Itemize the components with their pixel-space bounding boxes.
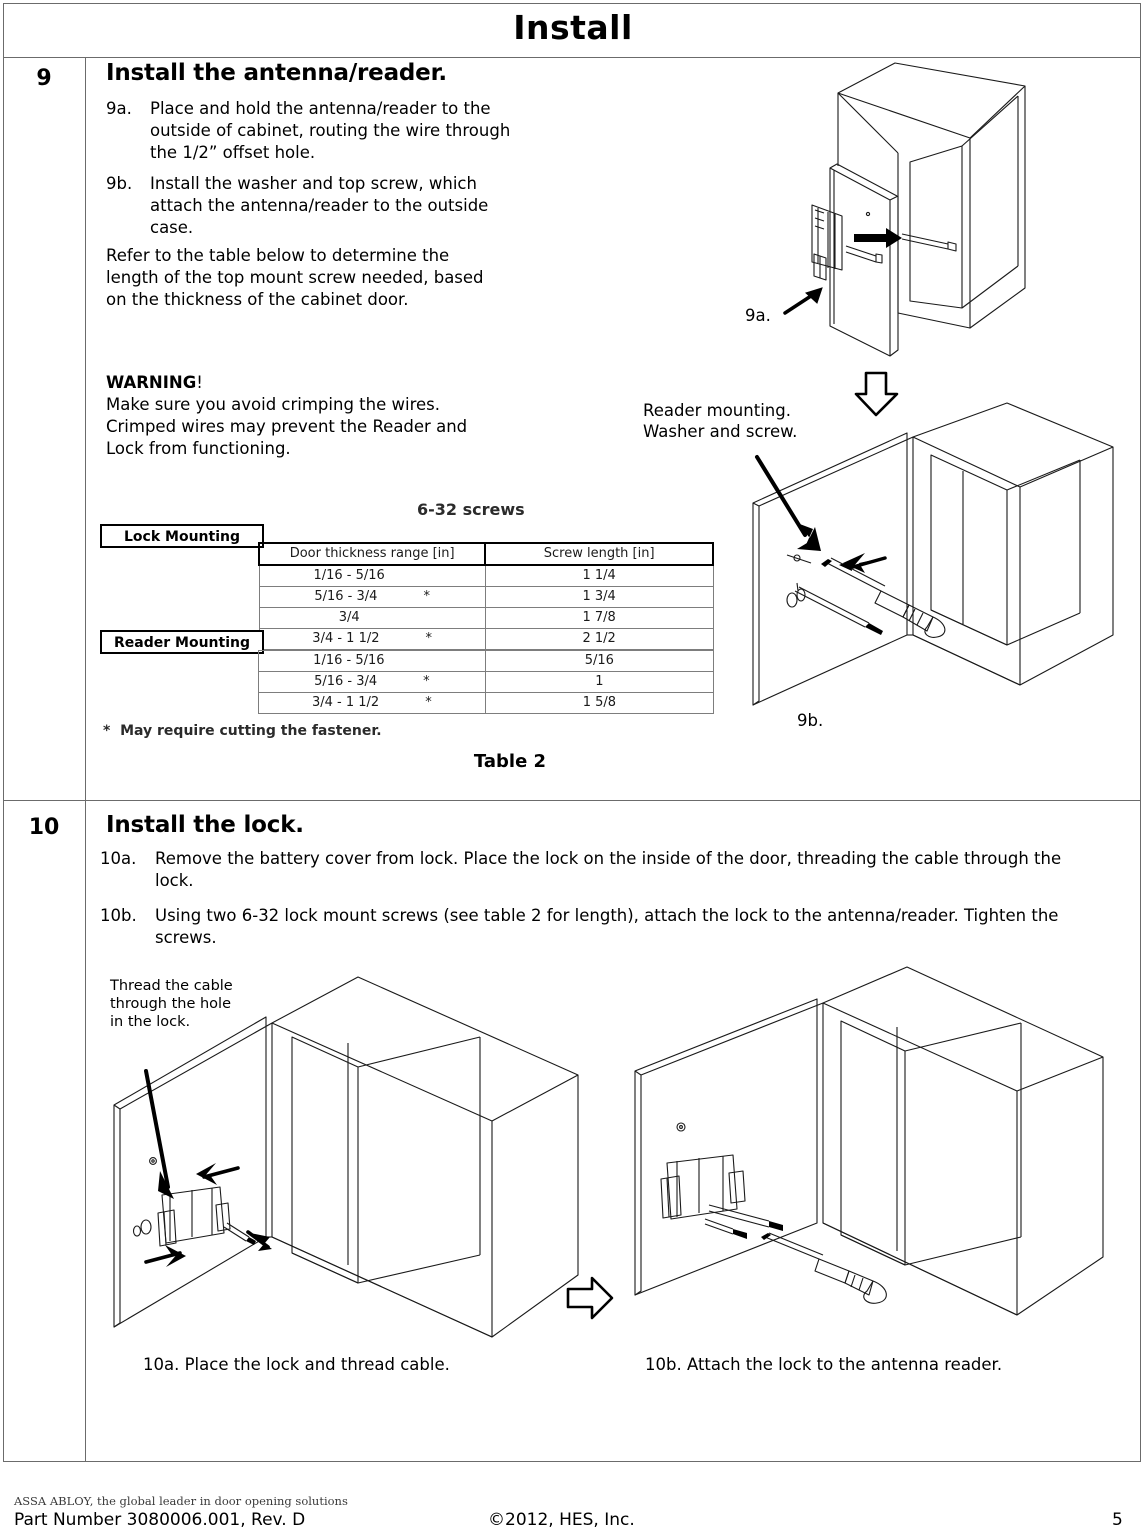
step-heading-9: Install the antenna/reader. <box>106 60 447 86</box>
warning-exclamation: ! <box>196 373 203 392</box>
down-arrow-icon <box>852 370 902 418</box>
figure-caption-10b: 10b. Attach the lock to the antenna read… <box>645 1355 1003 1374</box>
cell-range: 5/16 - 3/4* <box>258 586 486 608</box>
warning-block: WARNING! Make sure you avoid crimping th… <box>106 372 506 460</box>
reader-mounting-line1: Reader mounting. <box>643 401 791 420</box>
reader-mounting-table: 1/16 - 5/16 5/16 5/16 - 3/4* 1 3/4 - 1 1… <box>258 650 715 714</box>
thread-cable-callout: Thread the cable through the hole in the… <box>110 978 233 1030</box>
figure-9a-pointer-arrow <box>782 286 828 320</box>
cell-range: 1/16 - 5/16 <box>258 564 486 587</box>
step-9b-marker: 9b. <box>106 174 133 193</box>
table-row: 5/16 - 3/4* 1 3/4 <box>258 586 714 608</box>
cell-range: 3/4 - 1 1/2* <box>258 692 486 714</box>
cell-length: 5/16 <box>484 650 715 672</box>
cell-length: 2 1/2 <box>484 628 714 650</box>
table-row: 3/4 1 7/8 <box>258 607 714 629</box>
table-row: 5/16 - 3/4* 1 <box>258 671 715 693</box>
cell-range: 3/4 <box>258 607 486 629</box>
step-10a-text: Remove the battery cover from lock. Plac… <box>155 849 1062 890</box>
cell-length: 1 7/8 <box>484 607 714 629</box>
table-row: 1/16 - 5/16 5/16 <box>258 650 715 672</box>
table-row: 3/4 - 1 1/2* 1 5/8 <box>258 692 715 714</box>
cell-length: 1 5/8 <box>484 692 715 714</box>
cell-length: 1 1/4 <box>484 564 714 587</box>
cell-length: 1 <box>484 671 715 693</box>
step-10b: 10b. Using two 6-32 lock mount screws (s… <box>100 905 1085 949</box>
figure-label-9b: 9b. <box>797 711 824 730</box>
warning-text: Make sure you avoid crimping the wires. … <box>106 395 468 458</box>
reader-mounting-label: Reader mounting. Washer and screw. <box>643 400 797 442</box>
footer-part-number: Part Number 3080006.001, Rev. D <box>14 1510 306 1530</box>
cell-range: 1/16 - 5/16 <box>258 650 486 672</box>
cell-range: 5/16 - 3/4* <box>258 671 486 693</box>
table-header-row: Door thickness range [in] Screw length [… <box>257 542 714 566</box>
reader-mounting-line2: Washer and screw. <box>643 422 798 441</box>
step-number-10: 10 <box>28 815 60 840</box>
figure-10a-illustration <box>100 965 590 1345</box>
figure-10b-illustration <box>605 965 1105 1345</box>
footer-page-number: 5 <box>1112 1510 1123 1530</box>
column-header-door-thickness: Door thickness range [in] <box>257 542 487 566</box>
step-9b: 9b. Install the washer and top screw, wh… <box>106 173 526 239</box>
step-9a: 9a. Place and hold the antenna/reader to… <box>106 98 526 164</box>
table-footnote: * May require cutting the fastener. <box>103 723 382 739</box>
step-10a: 10a. Remove the battery cover from lock.… <box>100 848 1085 892</box>
page-title: Install <box>513 8 633 47</box>
figure-9b-illustration <box>735 395 1115 715</box>
cell-length: 1 3/4 <box>484 586 714 608</box>
step-divider <box>3 800 1141 801</box>
figure-caption-10a: 10a. Place the lock and thread cable. <box>143 1355 450 1374</box>
footnote-marker: * <box>103 723 111 739</box>
section-label-reader-mounting: Reader Mounting <box>100 630 264 654</box>
screws-title: 6-32 screws <box>417 500 525 519</box>
step-column-divider <box>85 57 86 1462</box>
warning-title: WARNING <box>106 373 197 392</box>
step-10b-text: Using two 6-32 lock mount screws (see ta… <box>155 906 1059 947</box>
step-number-9: 9 <box>36 66 52 91</box>
step-9a-text: Place and hold the antenna/reader to the… <box>150 99 511 162</box>
footer-copyright: ©2012, HES, Inc. <box>488 1510 635 1530</box>
lock-mounting-table: Door thickness range [in] Screw length [… <box>257 542 714 650</box>
content-frame <box>3 3 1141 1462</box>
step-10a-marker: 10a. <box>100 849 137 868</box>
step-9b-text: Install the washer and top screw, which … <box>150 174 489 237</box>
step-9a-marker: 9a. <box>106 99 132 118</box>
footnote-text: May require cutting the fastener. <box>120 723 382 739</box>
figure-9a-illustration <box>790 58 1110 368</box>
table-caption: Table 2 <box>473 751 547 772</box>
step-9-note: Refer to the table below to determine th… <box>106 246 484 309</box>
cell-range: 3/4 - 1 1/2* <box>258 628 486 650</box>
step-heading-10: Install the lock. <box>106 812 304 838</box>
right-arrow-icon <box>565 1273 615 1323</box>
section-label-lock-mounting: Lock Mounting <box>100 524 264 548</box>
footer-tagline: ASSA ABLOY, the global leader in door op… <box>14 1494 348 1508</box>
header-divider <box>3 57 1141 58</box>
figure-label-9a: 9a. <box>745 306 771 325</box>
step-10b-marker: 10b. <box>100 906 137 925</box>
column-header-screw-length: Screw length [in] <box>484 542 714 566</box>
table-row: 3/4 - 1 1/2* 2 1/2 <box>258 628 714 650</box>
table-row: 1/16 - 5/16 1 1/4 <box>258 564 714 587</box>
